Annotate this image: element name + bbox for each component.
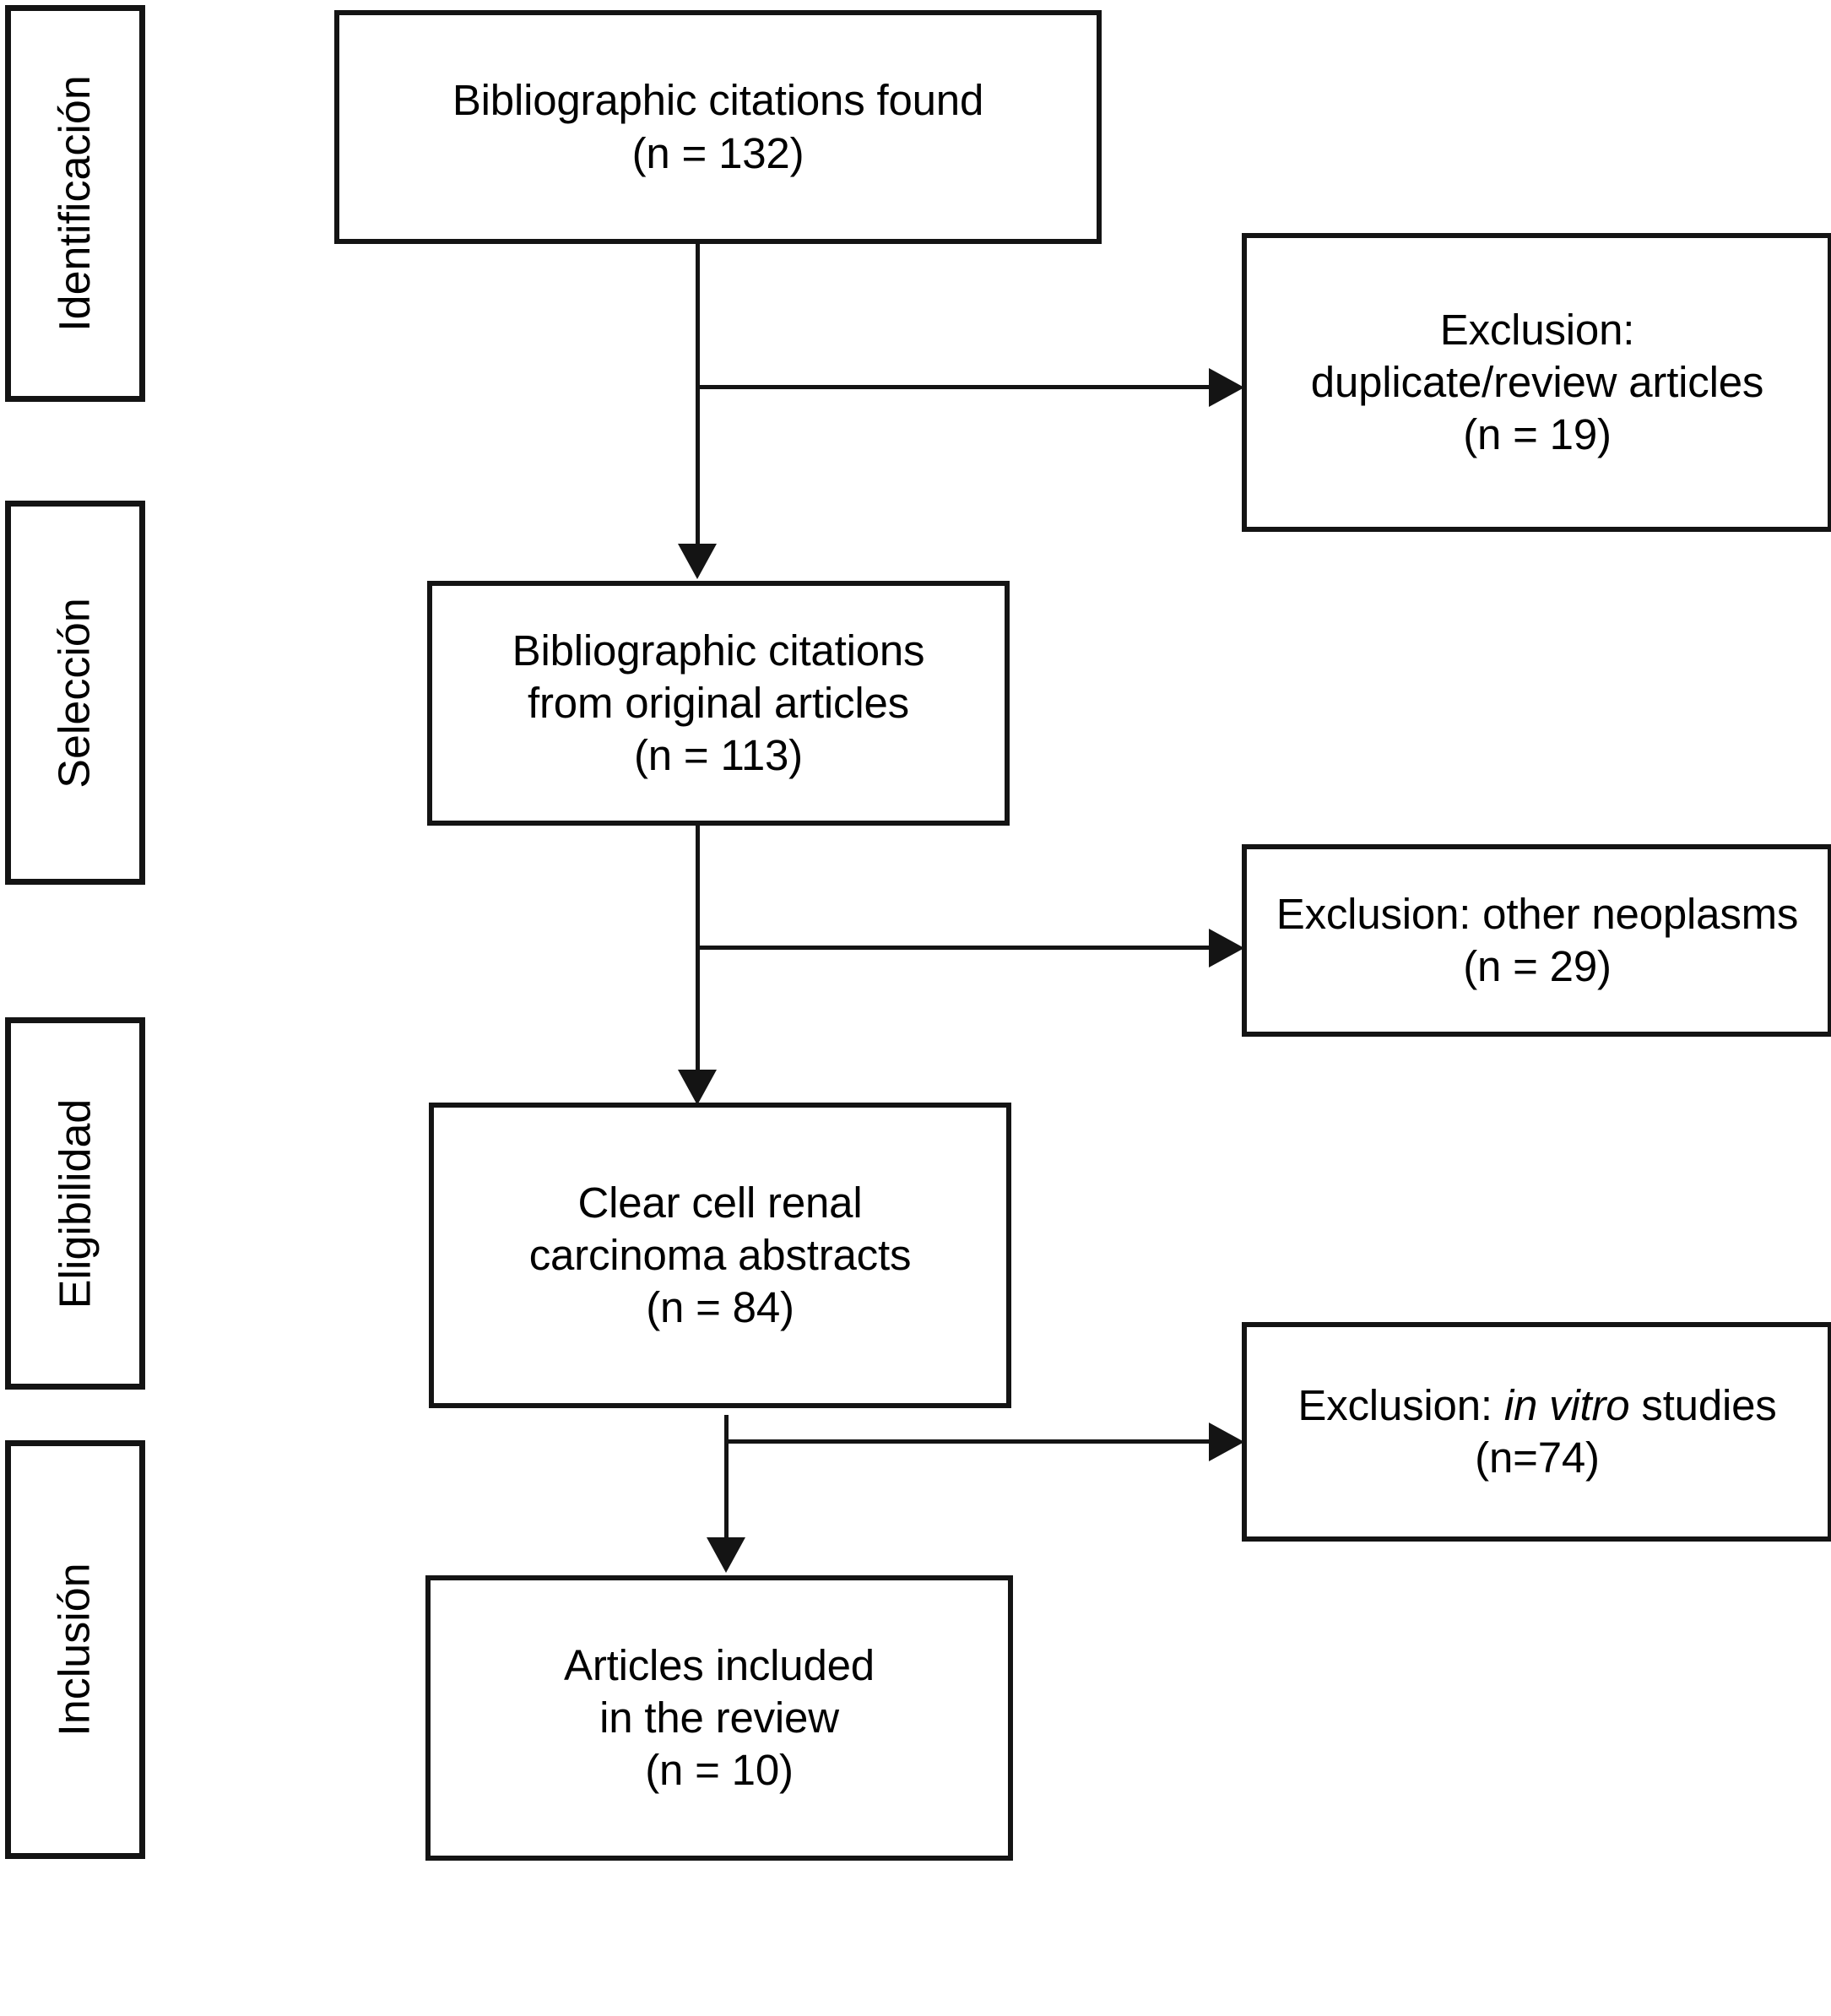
stage-label-inclusion: Inclusión: [51, 1563, 100, 1737]
arrowhead-to-exclusion-duplicates: [1209, 368, 1244, 407]
flow-node-articles-included: Articles included in the review (n = 10): [425, 1575, 1013, 1861]
exclusion-node-in-vitro: Exclusion: in vitro studies (n=74): [1242, 1322, 1831, 1542]
stage-label-identificacion: Identificación: [51, 75, 100, 332]
flow-node-ccrc-abstracts-text: Clear cell renal carcinoma abstracts (n …: [528, 1178, 912, 1332]
flow-node-citations-found: Bibliographic citations found (n = 132): [334, 10, 1102, 244]
stage-label-seleccion: Selección: [51, 597, 100, 789]
flow-node-articles-included-text: Articles included in the review (n = 10): [564, 1640, 875, 1795]
arrowhead-original-to-abstracts: [678, 1070, 717, 1105]
connector-line-to-exclusion-duplicates: [697, 385, 1211, 389]
connector-line-to-exclusion-in-vitro: [726, 1439, 1211, 1444]
connector-line-abstracts-to-included: [724, 1415, 729, 1540]
stage-box-identificacion: Identificación: [5, 5, 145, 402]
arrowhead-abstracts-to-included: [707, 1537, 745, 1573]
exclusion-node-duplicates: Exclusion: duplicate/review articles (n …: [1242, 233, 1831, 532]
exclusion-node-other-neoplasms: Exclusion: other neoplasms (n = 29): [1242, 844, 1831, 1037]
arrowhead-to-exclusion-other-neoplasms: [1209, 929, 1244, 967]
flow-node-original-articles: Bibliographic citations from original ar…: [427, 581, 1010, 826]
exclusion-node-other-neoplasms-text: Exclusion: other neoplasms (n = 29): [1276, 889, 1799, 990]
arrowhead-to-exclusion-in-vitro: [1209, 1423, 1244, 1461]
stage-box-inclusion: Inclusión: [5, 1440, 145, 1859]
exclusion-node-in-vitro-text: Exclusion: in vitro studies (n=74): [1297, 1380, 1777, 1482]
stage-box-eligibilidad: Eligibilidad: [5, 1017, 145, 1390]
connector-line-found-to-original: [696, 244, 700, 546]
exclusion-node-duplicates-text: Exclusion: duplicate/review articles (n …: [1310, 305, 1764, 459]
flow-node-citations-found-text: Bibliographic citations found (n = 132): [452, 76, 984, 177]
exclusion-in-vitro-line1: Exclusion: in vitro studies: [1297, 1380, 1777, 1429]
flow-node-ccrc-abstracts: Clear cell renal carcinoma abstracts (n …: [429, 1103, 1011, 1408]
stage-box-seleccion: Selección: [5, 501, 145, 885]
arrowhead-found-to-original: [678, 544, 717, 579]
stage-label-eligibilidad: Eligibilidad: [51, 1098, 100, 1309]
connector-line-to-exclusion-other-neoplasms: [697, 946, 1211, 950]
flow-node-original-articles-text: Bibliographic citations from original ar…: [512, 626, 925, 780]
